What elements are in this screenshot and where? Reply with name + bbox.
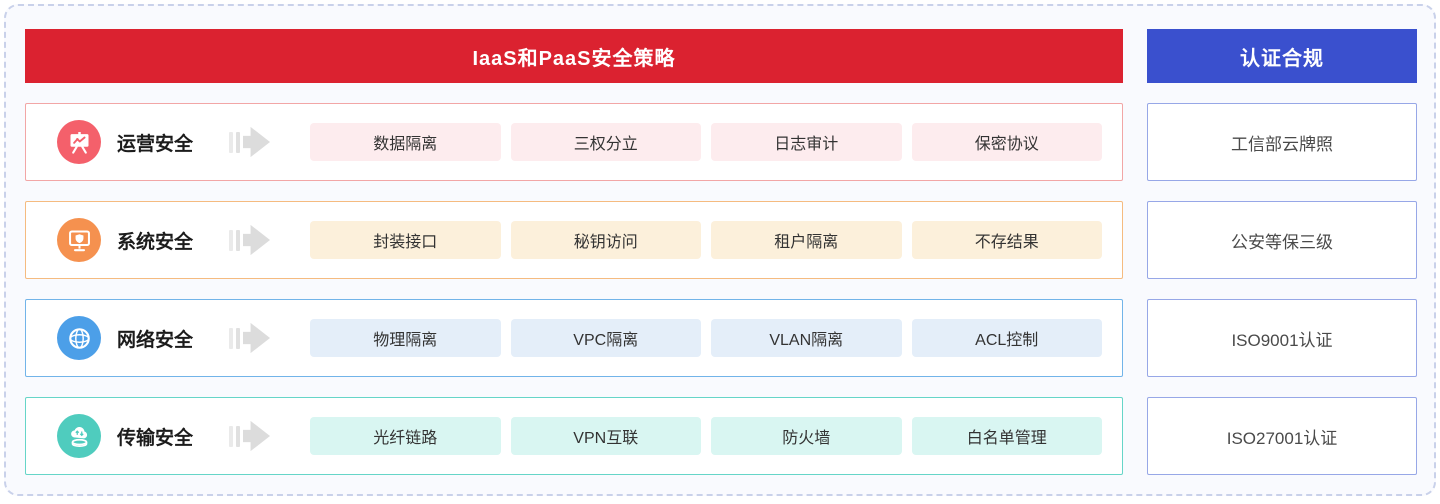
monitor-shield-icon (57, 218, 101, 262)
security-strategy-panel: IaaS和PaaS安全策略 运营安全 数据隔离三权分立日志审计保密协议 系统安全 封… (4, 4, 1436, 496)
strategy-tag: 租户隔离 (711, 221, 902, 259)
row-label: 传输安全 (117, 427, 194, 449)
strategy-tag: 保密协议 (911, 123, 1102, 161)
strategy-tag: 数据隔离 (310, 123, 501, 161)
compliance-item: 工信部云牌照 (1147, 103, 1417, 181)
strategy-header: IaaS和PaaS安全策略 (25, 29, 1123, 83)
strategy-tag: 三权分立 (510, 123, 701, 161)
row-label: 运营安全 (117, 133, 194, 155)
tag-list: 数据隔离三权分立日志审计保密协议 (310, 123, 1102, 161)
arrow-right-icon (229, 222, 270, 258)
compliance-column: 认证合规 工信部云牌照公安等保三级 ISO9001认证 ISO27001认证 (1147, 29, 1417, 475)
compliance-item: ISO27001认证 (1147, 397, 1417, 475)
compliance-item: 公安等保三级 (1147, 201, 1417, 279)
strategy-tag: 封装接口 (310, 221, 501, 259)
strategy-row: 运营安全 数据隔离三权分立日志审计保密协议 (25, 103, 1123, 181)
presentation-chart-icon (57, 120, 101, 164)
strategy-tag: 白名单管理 (911, 417, 1102, 455)
strategy-tag: 光纤链路 (310, 417, 501, 455)
strategy-tag: VPC隔离 (510, 319, 701, 357)
strategy-tag: 防火墙 (711, 417, 902, 455)
arrow-right-icon (229, 418, 270, 454)
strategy-tag: VPN互联 (510, 417, 701, 455)
strategy-row: 系统安全 封装接口秘钥访问租户隔离不存结果 (25, 201, 1123, 279)
tag-list: 封装接口秘钥访问租户隔离不存结果 (310, 221, 1102, 259)
strategy-tag: VLAN隔离 (711, 319, 902, 357)
strategy-tag: 秘钥访问 (510, 221, 701, 259)
panel-grid: IaaS和PaaS安全策略 运营安全 数据隔离三权分立日志审计保密协议 系统安全 封… (25, 29, 1417, 475)
globe-icon (57, 316, 101, 360)
strategy-tag: 物理隔离 (310, 319, 501, 357)
cloud-transfer-icon (57, 414, 101, 458)
strategy-tag: 日志审计 (711, 123, 902, 161)
strategy-tag: 不存结果 (911, 221, 1102, 259)
arrow-right-icon (229, 124, 270, 160)
compliance-header: 认证合规 (1147, 29, 1417, 83)
row-label: 网络安全 (117, 329, 194, 351)
row-label: 系统安全 (117, 231, 194, 253)
strategy-column: IaaS和PaaS安全策略 运营安全 数据隔离三权分立日志审计保密协议 系统安全 封… (25, 29, 1123, 475)
strategy-tag: ACL控制 (911, 319, 1102, 357)
compliance-item: ISO9001认证 (1147, 299, 1417, 377)
arrow-right-icon (229, 320, 270, 356)
